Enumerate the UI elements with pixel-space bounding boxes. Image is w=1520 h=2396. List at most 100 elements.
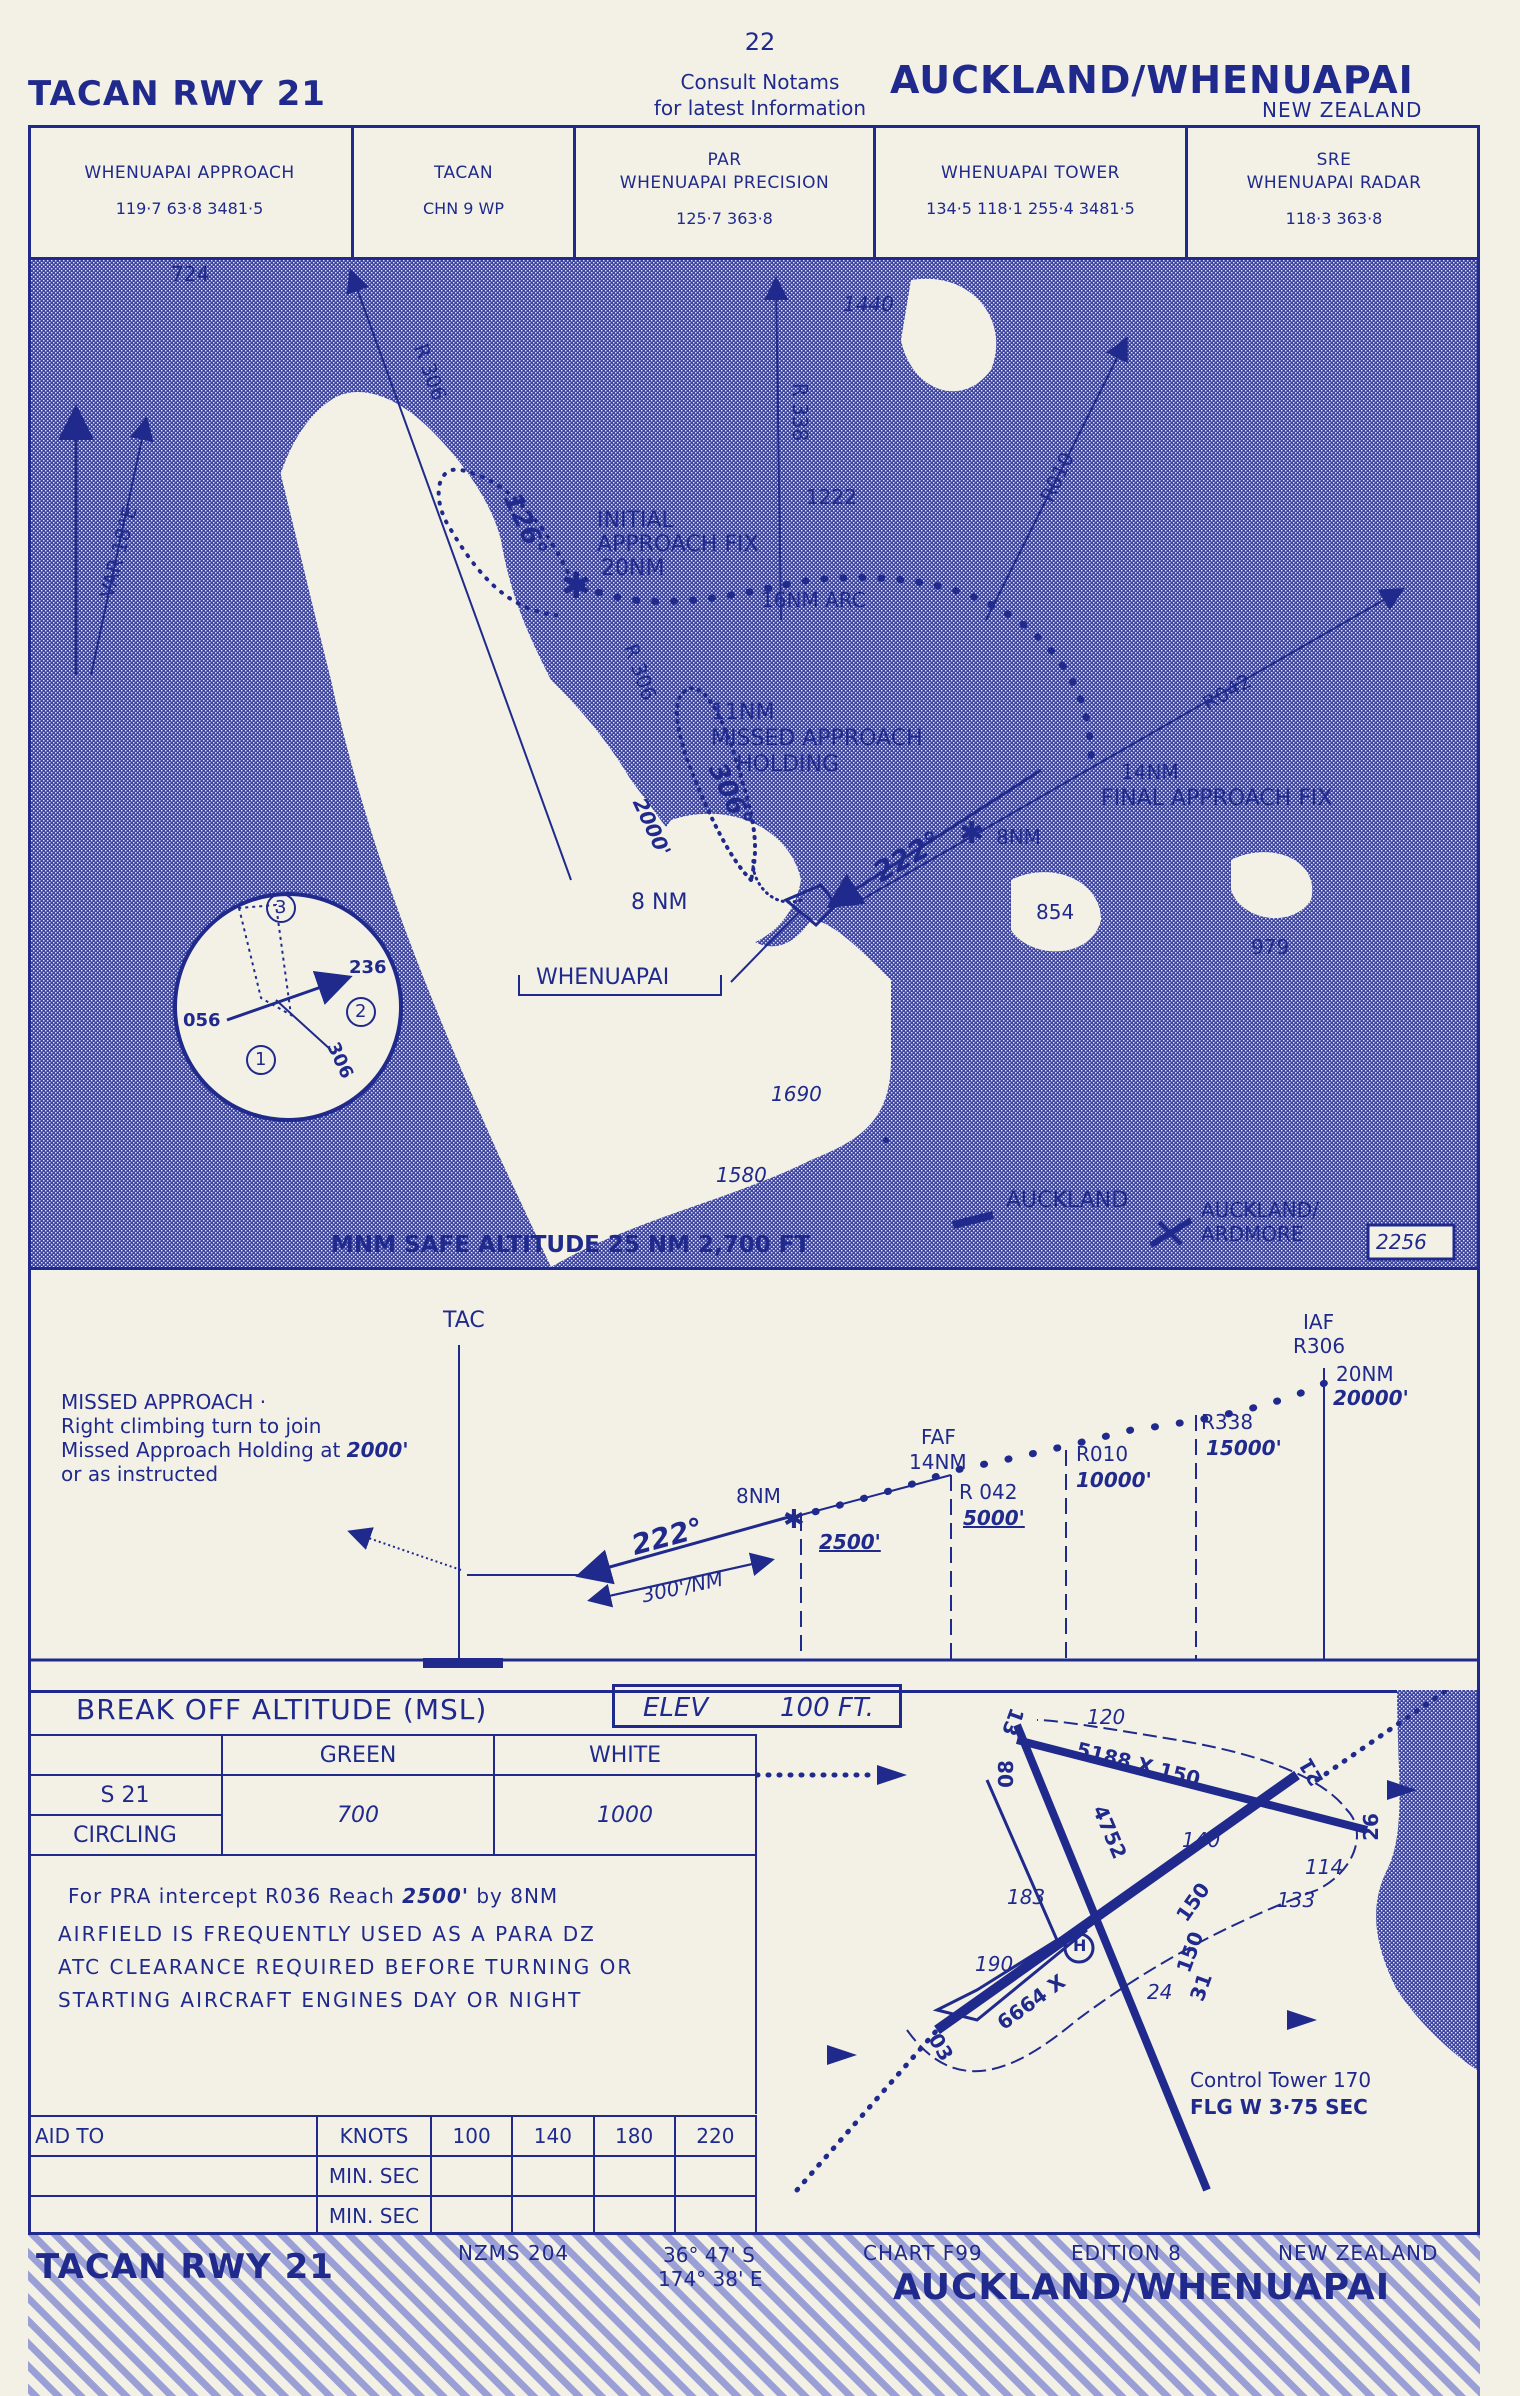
label-2256: 2256 — [1376, 1230, 1427, 1254]
freq-name: PAR — [707, 150, 742, 170]
plan-view: ✱ ✱ 724 1440 1222 854 979 1690 1580 R 30… — [31, 260, 1477, 1270]
missed-alt: 2000' — [346, 1438, 409, 1462]
notam-line-1: Consult Notams — [680, 70, 840, 94]
minima-white-header: WHITE — [493, 1734, 757, 1776]
freq-sub: WHENUAPAI RADAR — [1246, 173, 1422, 193]
water-north-inlet — [901, 278, 997, 392]
var-magnetic-arrow — [90, 416, 154, 676]
timing-speed-220: 220 — [673, 2115, 758, 2157]
rwy-label-08: 08 — [993, 1760, 1018, 1788]
map-hold-label-3: HOLDING — [736, 752, 840, 777]
profile-faf: FAF — [921, 1425, 956, 1449]
airport-symbol — [783, 883, 838, 928]
missed-climb-line — [347, 1527, 462, 1571]
iaf-label-3: 20NM — [601, 556, 665, 581]
missed-line-1: Right climbing turn to join — [61, 1414, 322, 1438]
whenuapai-leader — [730, 909, 802, 983]
spot-height-724: 724 — [171, 262, 210, 286]
heliport-label: H — [1073, 1936, 1087, 1955]
spot-height-1690: 1690 — [771, 1082, 822, 1106]
timing-speed-140: 140 — [511, 2115, 595, 2157]
control-tower-label: Control Tower 170 — [1190, 2068, 1372, 2092]
freq-par: PAR WHENUAPAI PRECISION 125·7 363·8 — [576, 125, 876, 257]
box-2256 — [1366, 1223, 1456, 1261]
map-hold-label-1: 11NM — [711, 700, 775, 725]
radial-r338-line — [764, 276, 789, 621]
minima-s21: S 21 — [29, 1774, 223, 1816]
freq-values: CHN 9 WP — [423, 199, 504, 218]
freq-name: SRE — [1316, 150, 1352, 170]
footer-chart: CHART F99 — [863, 2241, 983, 2265]
aerodrome-water — [1376, 1690, 1477, 2070]
profile-tac-label: TAC — [443, 1308, 485, 1333]
runway-08-26 — [1016, 1736, 1368, 1834]
timing-speed-100: 100 — [429, 2115, 514, 2157]
spot-height-1580: 1580 — [716, 1163, 767, 1187]
minima-white-value: 1000 — [493, 1774, 757, 1856]
profile-r010: R010 — [1076, 1442, 1129, 1466]
profile-alt-5000: 5000' — [963, 1506, 1025, 1530]
spot-height-854: 854 — [1036, 900, 1075, 924]
spot-height-1222: 1222 — [806, 485, 857, 509]
radial-r010-line — [985, 336, 1128, 621]
inset-label-236: 236 — [349, 957, 387, 978]
taxiway — [932, 1779, 1088, 2022]
timing-table: AID TO KNOTS 100 140 180 220 MIN. SEC MI… — [29, 2115, 758, 2237]
final-descent-line — [575, 1513, 797, 1585]
country: NEW ZEALAND — [1262, 98, 1423, 122]
label-16nm-arc: 16NM ARC — [761, 588, 866, 612]
inset-label-3: 3 — [275, 897, 287, 918]
final-course-line — [825, 768, 1042, 909]
8nm-fix-marker: ✱ — [959, 816, 984, 851]
spot-24: 24 — [1147, 1980, 1173, 2004]
plan-map-svg: ✱ ✱ — [31, 260, 1477, 1267]
water-inlet-1 — [348, 575, 453, 692]
minima-green-value: 700 — [221, 1774, 495, 1856]
spot-height-1440: 1440 — [843, 292, 894, 316]
8nm-profile-fix: ✱ — [783, 1505, 805, 1535]
heliport — [1063, 1932, 1095, 1964]
label-ardmore-1: AUCKLAND/ — [1201, 1198, 1319, 1222]
profile-8nm: 8NM — [736, 1484, 781, 1508]
spot-190: 190 — [975, 1952, 1014, 1976]
notam-line-2: for latest Information — [653, 96, 867, 120]
footer-lon: 174° 38' E — [658, 2267, 763, 2291]
footer-lat: 36° 47' S — [663, 2243, 755, 2267]
freq-tacan: TACAN CHN 9 WP — [354, 125, 576, 257]
freq-sre: SRE WHENUAPAI RADAR 118·3 363·8 — [1188, 125, 1480, 257]
note-pra-alt: 2500' — [402, 1884, 469, 1908]
break-off-header — [31, 1690, 1477, 1693]
land-south — [551, 1060, 1271, 1267]
label-ardmore-2: ARDMORE — [1201, 1222, 1304, 1246]
label-auckland: AUCKLAND — [1006, 1188, 1129, 1213]
profile-r042: R 042 — [959, 1480, 1018, 1504]
missed-holding — [674, 686, 757, 882]
land-north — [221, 260, 1477, 1012]
freq-name: WHENUAPAI TOWER — [941, 163, 1120, 183]
missed-line-2: Missed Approach Holding at 2000' — [61, 1438, 408, 1462]
ardmore-symbol-2 — [1157, 1220, 1183, 1246]
profile-alt-10000: 10000' — [1076, 1468, 1152, 1492]
timing-aid-to: AID TO — [29, 2115, 318, 2157]
inset-label-056: 056 — [183, 1010, 221, 1031]
note-pra-text: For PRA intercept R036 Reach — [68, 1884, 395, 1908]
note-pra-end: by 8NM — [476, 1884, 559, 1908]
msa-label: MNM SAFE ALTITUDE 25 NM 2,700 FT — [331, 1232, 811, 1258]
faf-label-1: 14NM — [1121, 760, 1179, 784]
water-inlet-3 — [1231, 852, 1313, 919]
freq-name: WHENUAPAI APPROACH — [84, 163, 295, 183]
missed-line-2-text: Missed Approach Holding at — [61, 1438, 341, 1462]
minima-table: GREEN WHITE S 21 700 1000 CIRCLING — [29, 1734, 757, 1856]
footer-map-ref: NZMS 204 — [458, 2241, 570, 2265]
timing-min-sec-2: MIN. SEC — [316, 2195, 432, 2237]
timing-speed-180: 180 — [592, 2115, 676, 2157]
profile-view: ✱ TAC MISSED APPROACH · Right climbing t… — [31, 1270, 1477, 1690]
notes-block — [29, 1844, 757, 2114]
note-line-2: ATC CLEARANCE REQUIRED BEFORE TURNING OR — [58, 1955, 634, 1979]
label-whenuapai: WHENUAPAI — [536, 965, 670, 990]
timing-knots: KNOTS — [316, 2115, 432, 2157]
profile-alt-15000: 15000' — [1206, 1436, 1282, 1460]
spot-120: 120 — [1087, 1705, 1126, 1729]
profile-iaf: IAF — [1303, 1310, 1335, 1334]
rwy-label-26: 26 — [1358, 1813, 1383, 1841]
